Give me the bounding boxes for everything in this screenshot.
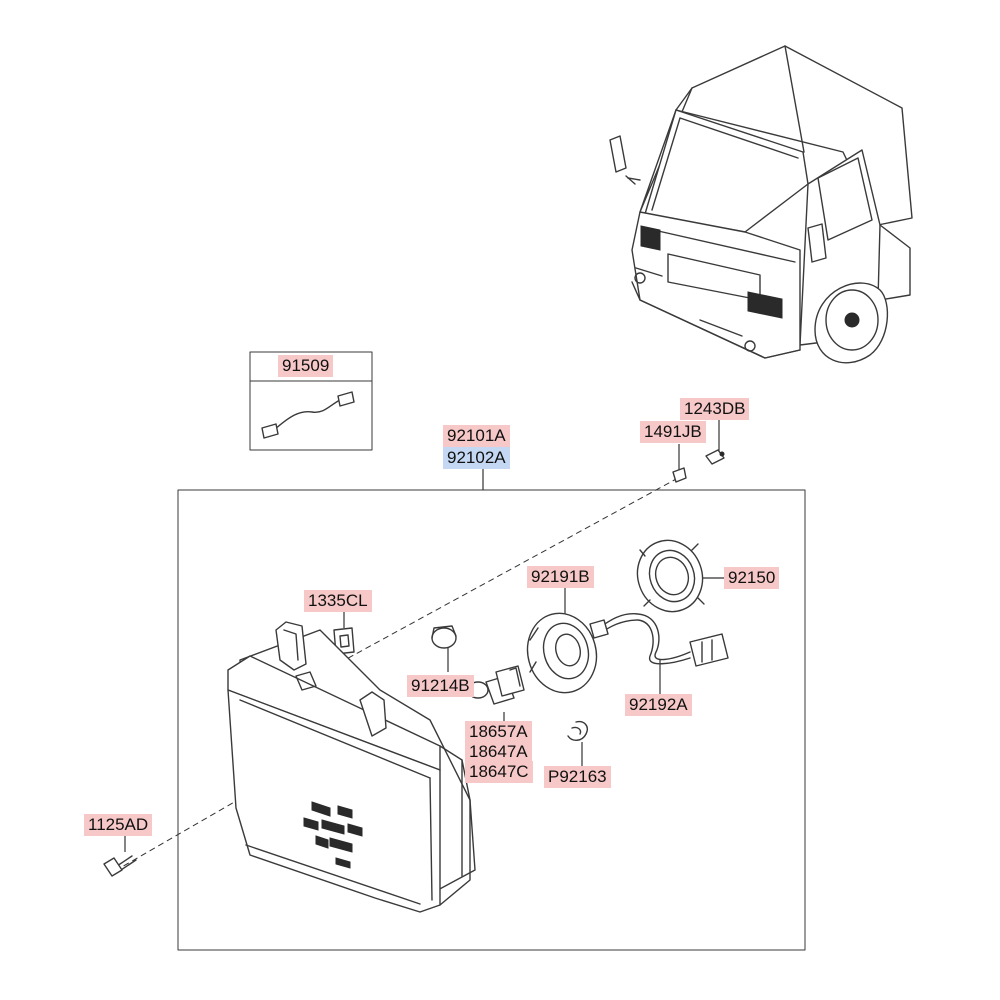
callout-P92163[interactable]: P92163 — [544, 766, 611, 788]
callout-1243DB[interactable]: 1243DB — [680, 398, 750, 420]
clip-P92163 — [567, 720, 588, 741]
fastener-1243DB — [705, 449, 725, 465]
bulb-socket-92191B — [526, 612, 598, 694]
lens-pattern — [303, 801, 363, 869]
cap-91214B — [431, 625, 457, 649]
bolt-1125AD — [103, 855, 137, 877]
wiring-harness-box — [249, 351, 373, 451]
assembly-frame — [177, 489, 806, 951]
callout-18647C[interactable]: 18647C — [465, 761, 533, 783]
callout-92192A[interactable]: 92192A — [625, 694, 692, 716]
retaining-ring-92150 — [636, 539, 705, 613]
callout-1491JB[interactable]: 1491JB — [640, 421, 706, 443]
callout-92191B[interactable]: 92191B — [527, 566, 594, 588]
callout-18657A[interactable]: 18657A — [465, 721, 532, 743]
clip-1335CL — [333, 627, 355, 655]
callout-91509[interactable]: 91509 — [278, 355, 334, 377]
callout-91214B[interactable]: 91214B — [407, 675, 474, 697]
headlamp-assembly — [227, 621, 476, 913]
callout-1125AD[interactable]: 1125AD — [84, 814, 153, 836]
callout-92101A[interactable]: 92101A — [443, 425, 510, 447]
fastener-1491JB — [672, 467, 687, 483]
bulb-18657A — [467, 665, 525, 705]
wire-92192A — [589, 613, 729, 667]
callout-1335CL[interactable]: 1335CL — [304, 590, 372, 612]
callout-92150[interactable]: 92150 — [724, 567, 780, 589]
truck-illustration — [609, 45, 913, 364]
callout-18647A[interactable]: 18647A — [465, 741, 532, 763]
callout-92102A[interactable]: 92102A — [443, 447, 510, 469]
